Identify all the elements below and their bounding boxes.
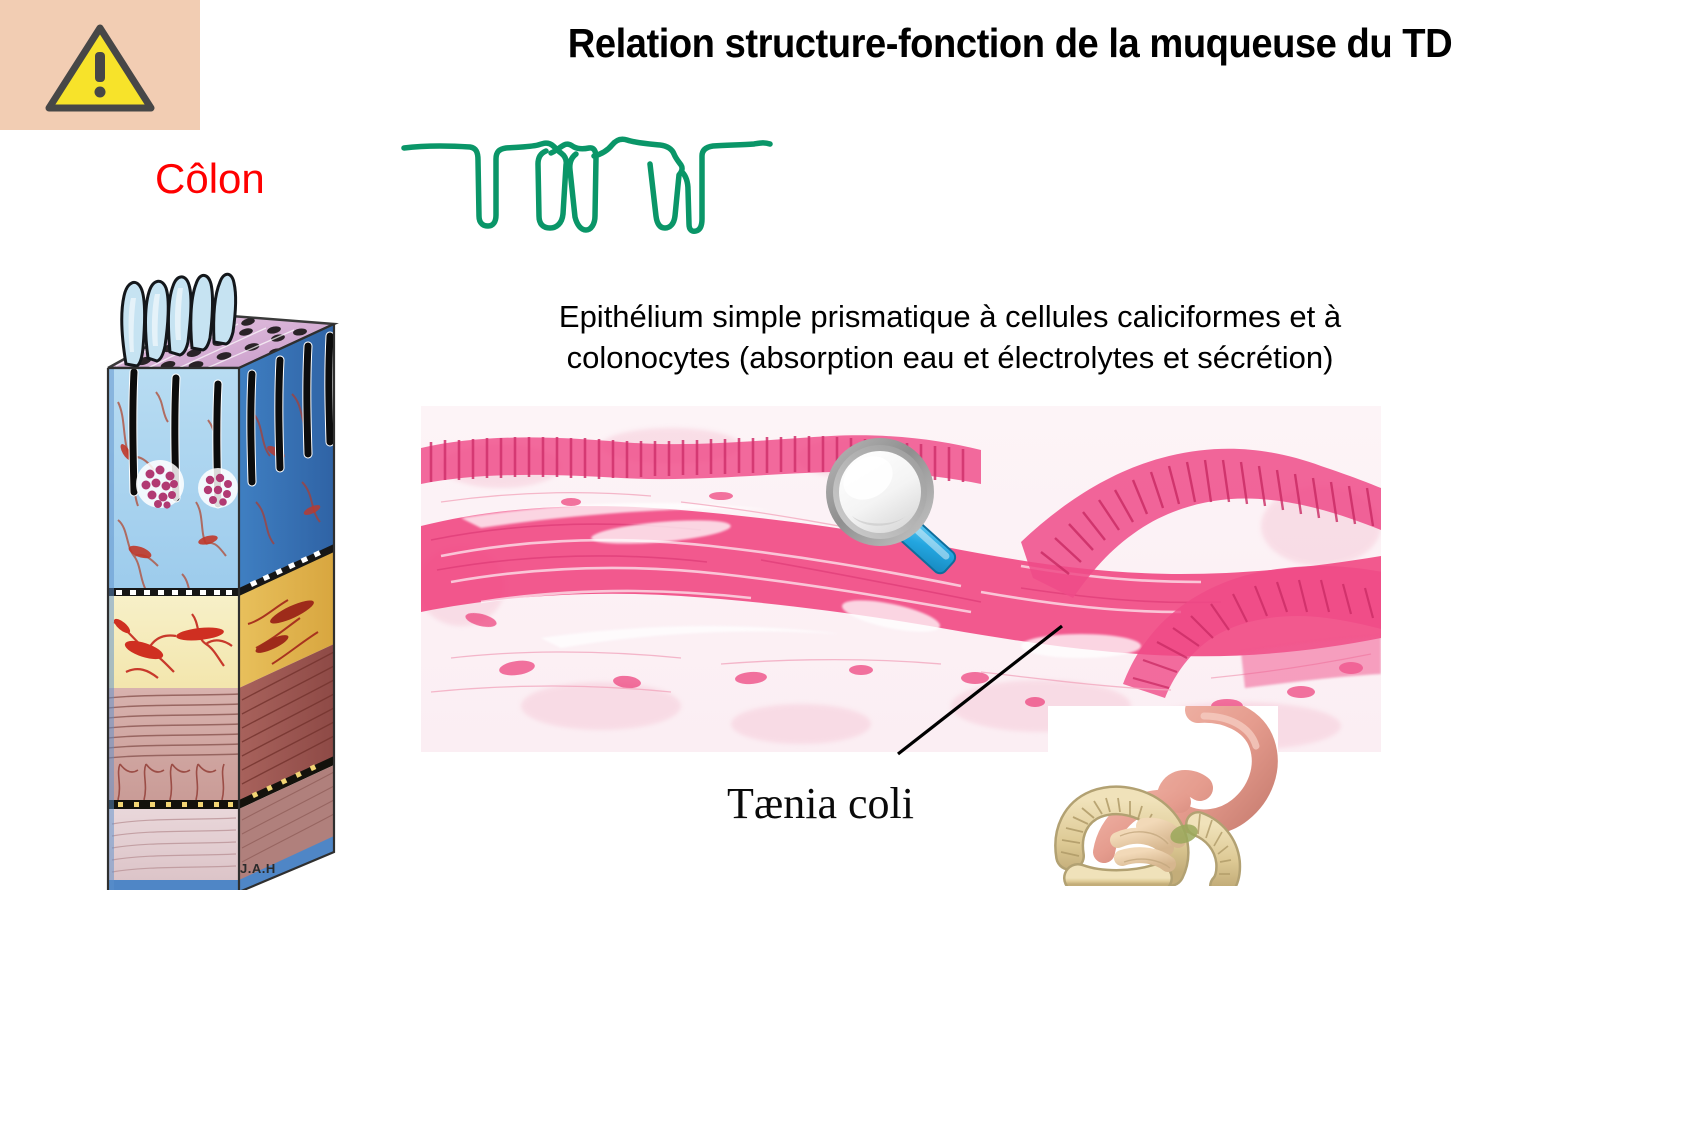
intestine-3d-inset xyxy=(1048,706,1278,886)
crypt-profile-sketch xyxy=(401,136,773,234)
artist-signature: J.A.H xyxy=(240,861,276,876)
taenia-coli-label: Tænia coli xyxy=(727,779,914,828)
taenia-pointer-line xyxy=(897,624,1063,756)
warning-badge-box xyxy=(0,0,200,130)
warning-triangle-icon xyxy=(45,24,155,112)
colon-histology-micrograph xyxy=(421,406,1381,752)
epithelium-caption: Epithélium simple prismatique à cellules… xyxy=(558,299,1342,375)
page-title: Relation structure-fonction de la muqueu… xyxy=(567,20,1453,66)
organ-label-colon: Côlon xyxy=(155,155,265,202)
colon-wall-block-diagram xyxy=(106,272,339,890)
magnifier-icon[interactable] xyxy=(818,432,980,582)
